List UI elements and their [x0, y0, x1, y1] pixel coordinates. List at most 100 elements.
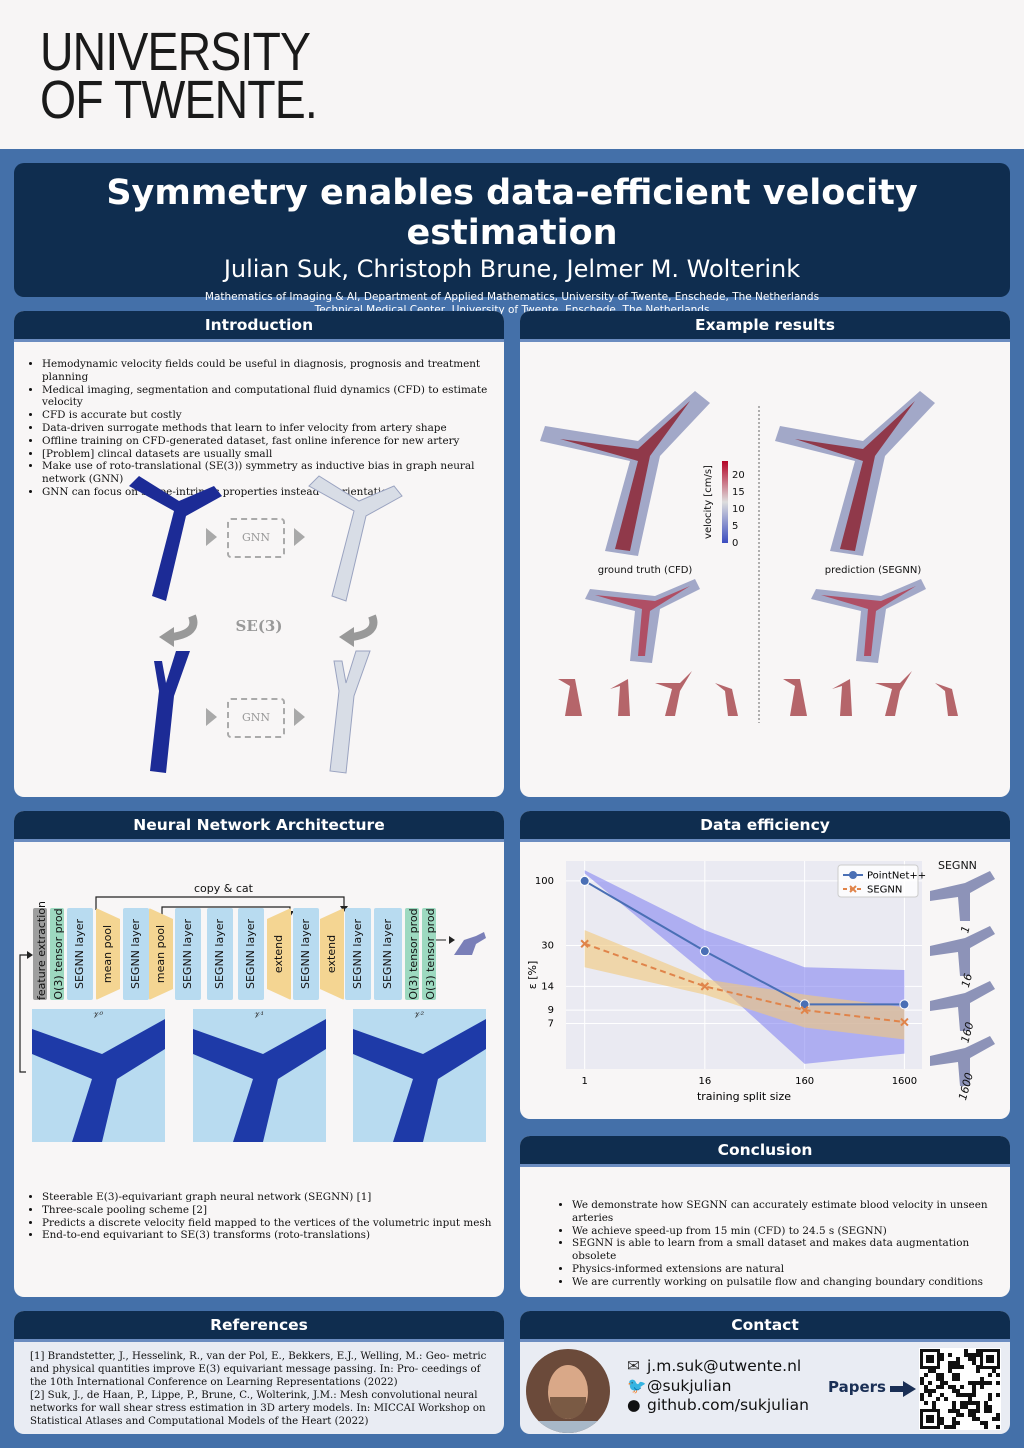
x-tick-label: 1 [581, 1076, 587, 1087]
layer-segnn-6: SEGNN layer [293, 908, 319, 1000]
x-tick-label: 160 [795, 1076, 814, 1087]
layer-segnn-2: SEGNN layer [123, 908, 149, 1000]
rotate-arrow-right [351, 614, 378, 641]
colorbar-tick: 10 [732, 504, 745, 515]
caption-ground-truth: ground truth (CFD) [597, 565, 693, 576]
avatar [526, 1349, 610, 1433]
layer-o3-tensor-prod-out-2: O(3) tensor prod [422, 908, 437, 1000]
colorbar-tick: 15 [732, 487, 745, 498]
series-line-pointnet [584, 880, 905, 1006]
y-tick-label: 9 [548, 1005, 554, 1016]
list-item: Data-driven surrogate methods that learn… [42, 422, 504, 435]
list-item: Offline training on CFD-generated datase… [42, 435, 504, 448]
colorbar-label: velocity [cm/s] [703, 465, 714, 539]
data-point [800, 1005, 809, 1015]
data-point [580, 939, 589, 948]
twitter-icon: 🐦 [627, 1376, 647, 1395]
example-results-panel: Example results [520, 311, 1010, 797]
mesh-scale-1: 𝒱¹ [193, 1009, 326, 1142]
layer-mean-pool-1: mean pool [96, 908, 120, 1000]
segnn-artery-thumbnails [930, 871, 995, 1086]
mesh-scale-0: 𝒱⁰ [32, 1009, 165, 1142]
introduction-panel: Introduction Hemodynamic velocity fields… [14, 311, 504, 797]
list-item: We are currently working on pulsatile fl… [572, 1276, 1010, 1289]
arrow-right-icon [294, 708, 305, 726]
affiliation-1: Mathematics of Imaging & AI, Department … [204, 291, 820, 303]
email-link[interactable]: j.m.suk@utwente.nl [647, 1357, 802, 1375]
list-item: End-to-end equivariant to SE(3) transfor… [42, 1229, 504, 1242]
y-tick-label: 30 [541, 941, 554, 952]
github-link[interactable]: github.com/sukjulian [647, 1396, 809, 1414]
colorbar-tick: 5 [732, 521, 739, 532]
colorbar-ticks: 20 15 10 5 0 [732, 467, 745, 552]
contact-details: ✉j.m.suk@utwente.nl 🐦@sukjulian ●github.… [627, 1357, 809, 1416]
mesh-scale-2: 𝒱² [353, 1009, 486, 1142]
artery-mesh-top-left [129, 476, 222, 601]
layer-extend-2: extend [320, 908, 344, 1000]
references-list: [1] Brandstetter, J., Hesselink, R., van… [14, 1342, 504, 1434]
references-heading: References [14, 1311, 504, 1342]
data-point [700, 982, 710, 991]
qr-code[interactable] [919, 1348, 1001, 1430]
legend-marker [849, 885, 857, 893]
layer-segnn-1: SEGNN layer [67, 908, 93, 1000]
y-tick-label: 100 [535, 876, 554, 887]
copy-cat-label: copy & cat [194, 882, 253, 895]
colorbar [722, 461, 728, 543]
introduction-bullets: Hemodynamic velocity fields could be use… [14, 358, 504, 499]
conclusion-bullets: We demonstrate how SEGNN can accurately … [520, 1199, 1010, 1289]
artery-velocity-top-right [308, 475, 403, 602]
x-tick-label: 1600 [892, 1076, 917, 1087]
introduction-heading: Introduction [14, 311, 504, 342]
artery-mesh-bottom-left [150, 651, 190, 773]
colorbar-tick: 0 [732, 538, 739, 549]
arrow-right-icon [206, 528, 217, 546]
layer-segnn-7: SEGNN layer [345, 908, 371, 1000]
logo-line-2: OF TWENTE. [40, 70, 318, 130]
list-item: Physics-informed extensions are natural [572, 1263, 1010, 1276]
artery-symmetry-figure [129, 475, 403, 774]
papers-label: Papers [828, 1378, 886, 1396]
github-icon: ● [627, 1396, 641, 1414]
twitter-link[interactable]: @sukjulian [647, 1376, 732, 1395]
references-panel: References [1] Brandstetter, J., Hesseli… [14, 1311, 504, 1434]
y-tick-label: 14 [541, 981, 554, 992]
arrow-right-icon [206, 708, 217, 726]
conclusion-panel: Conclusion We demonstrate how SEGNN can … [520, 1136, 1010, 1297]
layer-o3-tensor-prod-out-1: O(3) tensor prod [405, 908, 420, 1000]
reference-item: [1] Brandstetter, J., Hesselink, R., van… [30, 1351, 487, 1388]
y-tick-label: 7 [548, 1019, 554, 1030]
x-axis-label: training split size [697, 1090, 791, 1103]
layer-mean-pool-2: mean pool [149, 908, 173, 1000]
gnn-box-bottom: GNN [227, 698, 285, 738]
logo-line-1: UNIVERSITY [40, 22, 311, 82]
contact-heading: Contact [520, 1311, 1010, 1342]
architecture-heading: Neural Network Architecture [14, 811, 504, 842]
authors: Julian Suk, Christoph Brune, Jelmer M. W… [223, 255, 801, 283]
architecture-bullets: Steerable E(3)-equivariant graph neural … [14, 1191, 504, 1242]
list-item: Make use of roto-translational (SE(3)) s… [42, 460, 504, 486]
layer-segnn-8: SEGNN layer [374, 908, 402, 1000]
x-tick-label: 16 [698, 1076, 711, 1087]
artery-prediction-large [775, 391, 935, 556]
conclusion-heading: Conclusion [520, 1136, 1010, 1167]
artery-velocity-bottom-right [329, 650, 371, 774]
example-results-heading: Example results [520, 311, 1010, 342]
contact-panel: Contact ✉j.m.suk@utwente.nl 🐦@sukjulian … [520, 1311, 1010, 1434]
layer-segnn-3: SEGNN layer [175, 908, 201, 1000]
layer-extend-1: extend [267, 908, 291, 1000]
layer-feature-extraction: feature extraction [33, 901, 48, 1000]
title-banner: Symmetry enables data-efficient velocity… [14, 163, 1010, 316]
legend-label: SEGNN [867, 885, 902, 896]
list-item: We achieve speed-up from 15 min (CFD) to… [572, 1225, 1010, 1238]
caption-prediction: prediction (SEGNN) [824, 565, 922, 576]
small-artery-thumbnails [558, 671, 958, 716]
artery-ground-truth-large [540, 391, 710, 556]
legend-marker [849, 871, 857, 879]
university-logo: UNIVERSITY OF TWENTE. [40, 22, 318, 130]
list-item: SEGNN is able to learn from a small data… [572, 1237, 1010, 1263]
arrow-right-icon [890, 1381, 916, 1397]
data-point [899, 999, 910, 1010]
colorbar-tick: 20 [732, 470, 745, 481]
